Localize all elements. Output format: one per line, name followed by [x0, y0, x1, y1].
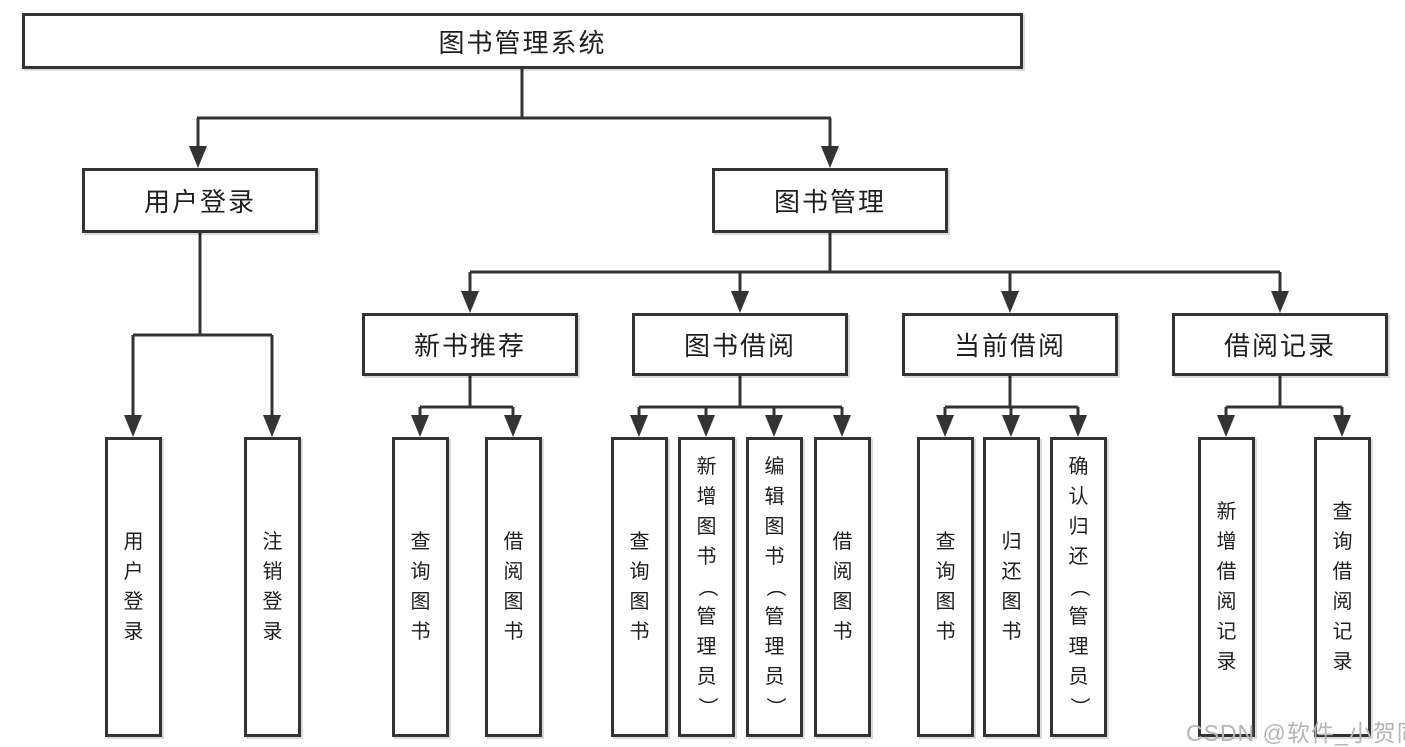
- node-book-borrowing-label: 图书借阅: [683, 331, 796, 361]
- leaf-borrowing-query-books-label: 查询图书: [629, 531, 650, 643]
- leaf-records-add-record-label: 新增借阅记录: [1216, 501, 1237, 673]
- arrowheads: [124, 146, 1351, 437]
- node-book-management-label: 图书管理: [773, 187, 886, 217]
- leaf-borrowing-add-books-admin: 新增图书（管理员）: [678, 437, 735, 737]
- node-borrow-records-label: 借阅记录: [1223, 331, 1336, 361]
- node-book-management: 图书管理: [712, 168, 948, 233]
- leaf-borrowing-borrow-books: 借阅图书: [814, 437, 871, 737]
- leaf-borrowing-borrow-books-label: 借阅图书: [832, 531, 853, 643]
- leaf-newrec-borrow-books: 借阅图书: [485, 437, 542, 737]
- node-root-label: 图书管理系统: [438, 27, 607, 58]
- leaf-records-query-record-label: 查询借阅记录: [1332, 501, 1353, 673]
- leaf-current-query-books: 查询图书: [917, 437, 974, 737]
- csdn-watermark: CSDN @软件_小贺同学: [1186, 720, 1405, 746]
- leaf-user-login: 用户登录: [105, 437, 162, 737]
- leaf-user-login-label: 用户登录: [123, 531, 144, 643]
- leaf-newrec-borrow-books-label: 借阅图书: [503, 531, 524, 643]
- node-borrow-records: 借阅记录: [1172, 313, 1388, 376]
- leaf-records-query-record: 查询借阅记录: [1314, 437, 1371, 737]
- leaf-current-return-books-label: 归还图书: [1001, 531, 1022, 643]
- leaf-borrowing-add-books-admin-label: 新增图书（管理员）: [695, 456, 718, 717]
- node-current-borrowing: 当前借阅: [902, 313, 1118, 376]
- leaf-current-confirm-return-admin: 确认归还（管理员）: [1050, 437, 1107, 737]
- leaf-records-add-record: 新增借阅记录: [1198, 437, 1255, 737]
- node-user-login: 用户登录: [82, 168, 318, 233]
- leaf-borrowing-query-books: 查询图书: [611, 437, 668, 737]
- leaf-newrec-query-books-label: 查询图书: [410, 531, 431, 643]
- node-new-book-recommend: 新书推荐: [362, 313, 578, 376]
- node-root-system: 图书管理系统: [22, 13, 1023, 69]
- node-new-book-recommend-label: 新书推荐: [413, 331, 526, 361]
- leaf-borrowing-edit-books-admin-label: 编辑图书（管理员）: [763, 456, 786, 717]
- leaf-borrowing-edit-books-admin: 编辑图书（管理员）: [746, 437, 803, 737]
- node-user-login-label: 用户登录: [143, 187, 256, 217]
- node-current-borrowing-label: 当前借阅: [953, 331, 1066, 361]
- node-book-borrowing: 图书借阅: [632, 313, 848, 376]
- leaf-current-query-books-label: 查询图书: [935, 531, 956, 643]
- leaf-logout-label: 注销登录: [262, 531, 283, 643]
- leaf-current-confirm-return-admin-label: 确认归还（管理员）: [1067, 456, 1090, 717]
- leaf-current-return-books: 归还图书: [983, 437, 1040, 737]
- leaf-logout: 注销登录: [244, 437, 301, 737]
- leaf-newrec-query-books: 查询图书: [392, 437, 449, 737]
